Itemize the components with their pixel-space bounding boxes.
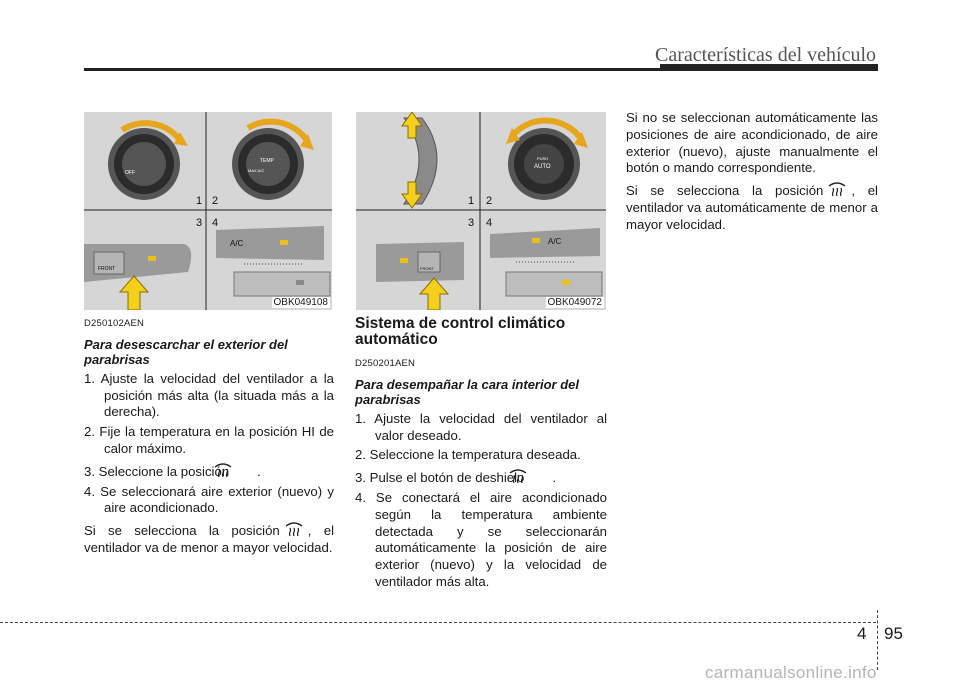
paragraph-text: , el ventilador va automáticamente de me… <box>626 183 878 232</box>
callout-2: 2 <box>486 195 492 207</box>
figure-manual-climate: OFF TEMP MAX A/C 1 2 3 4 FRONT A/C OBK04… <box>84 112 332 310</box>
list-item-end: . <box>257 463 261 479</box>
paragraph: Si no se seleccionan automáticamente las… <box>626 110 878 176</box>
page-header-title: Características del vehículo <box>654 44 876 66</box>
dial-auto-label: AUTO <box>534 164 551 170</box>
column-left: D250102AEN Para desescarchar el exterior… <box>84 316 334 557</box>
ac-button-label: A/C <box>548 237 562 246</box>
list-item: 4. Se conectará el aire acondicionado se… <box>355 489 607 589</box>
callout-3: 3 <box>468 217 474 229</box>
defrost-icon <box>283 520 305 538</box>
section-code: D250102AEN <box>84 318 145 329</box>
section-title: Sistema de control climático automático <box>355 315 566 348</box>
steps-list: 1. Ajuste la velocidad del ventilador a … <box>84 371 334 517</box>
list-item: 2. Fije la temperatura en la posición HI… <box>84 424 334 456</box>
header-rule <box>84 68 878 71</box>
steps-list: 1. Ajuste la velocidad del ventilador al… <box>355 411 607 591</box>
list-item-end: . <box>552 470 557 486</box>
page-number: 95 <box>884 624 903 643</box>
dial-push-label: PUSH <box>537 156 548 161</box>
list-item: 4. Se seleccionará aire exterior (nuevo)… <box>84 483 334 516</box>
dial-maxac-label: MAX A/C <box>248 168 264 173</box>
callout-3: 3 <box>196 217 202 229</box>
dial-off-label: OFF <box>125 170 135 176</box>
callout-4: 4 <box>486 217 492 229</box>
defrost-icon <box>826 180 848 198</box>
section-code: D250201AEN <box>355 358 416 369</box>
callout-1: 1 <box>468 195 474 207</box>
front-button-label: FRONT <box>420 266 434 271</box>
list-item: 2. Seleccione la temperatura deseada. <box>355 447 581 463</box>
paragraph: Si se selecciona la posición, el ventila… <box>84 520 334 557</box>
ac-button-label: A/C <box>230 239 244 248</box>
auto-climate-illustration: PUSH AUTO 1 2 3 4 FRONT A/C <box>356 112 606 310</box>
subheading: Para desempañar la cara interior del par… <box>355 376 579 407</box>
figure-code: OBK049072 <box>545 297 604 308</box>
paragraph-text: Si se selecciona la posición <box>626 183 824 199</box>
column-right: Si no se seleccionan automáticamente las… <box>626 110 878 234</box>
front-button-label: FRONT <box>98 266 115 272</box>
chapter-number: 4 <box>857 624 867 643</box>
callout-4: 4 <box>212 217 218 229</box>
footer-divider <box>877 610 878 670</box>
figure-auto-climate: PUSH AUTO 1 2 3 4 FRONT A/C OBK049072 <box>356 112 606 310</box>
list-item: 1. Ajuste la velocidad del ventilador a … <box>84 370 334 420</box>
callout-1: 1 <box>196 195 202 207</box>
list-item: 3. Pulse el botón de deshielo. <box>355 467 607 487</box>
dial-temp-label: TEMP <box>260 158 275 164</box>
defrost-icon <box>214 461 254 479</box>
figure-code: OBK049108 <box>271 297 330 308</box>
defrost-icon <box>509 467 549 485</box>
subheading: Para desescarchar el exterior del parabr… <box>84 336 288 367</box>
list-item-text: 3. Seleccione la posición <box>84 463 230 479</box>
footer-rule <box>0 622 876 623</box>
watermark: carmanualsonline.info <box>705 663 877 682</box>
list-item: 3. Seleccione la posición. <box>84 461 334 481</box>
list-item: 1. Ajuste la velocidad del ventilador al… <box>355 410 607 443</box>
paragraph: Si se selecciona la posición, el ventila… <box>626 180 878 233</box>
paragraph-text: , el ventilador va de menor a mayor velo… <box>84 523 334 555</box>
manual-climate-illustration: OFF TEMP MAX A/C 1 2 3 4 FRONT A/C <box>84 112 332 310</box>
header-rule-tab <box>660 64 878 71</box>
callout-2: 2 <box>212 195 218 207</box>
column-middle: Sistema de control climático automático … <box>355 316 607 594</box>
list-item-text: 3. Pulse el botón de deshielo <box>355 470 525 486</box>
paragraph-text: Si se selecciona la posición <box>84 523 280 539</box>
